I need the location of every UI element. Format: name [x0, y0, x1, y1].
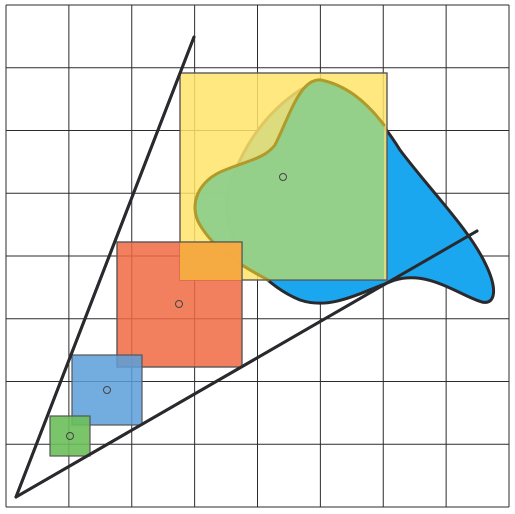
yellow-square-center-marker: [279, 173, 287, 181]
green-square-center-marker: [66, 432, 74, 440]
wedge-lower-line-top: [14, 229, 479, 499]
green-blob-outline: [193, 78, 386, 282]
blue-square-center-marker: [103, 386, 111, 394]
orange-square-border: [116, 241, 243, 368]
blue-square: [71, 354, 143, 426]
yellow-square-border: [179, 72, 388, 281]
green-blob: [194, 79, 384, 281]
wedge-upper-line-top: [14, 35, 196, 499]
orange-yellow-overlap: [180, 242, 242, 280]
orange-square-center-marker: [175, 300, 183, 308]
green-square: [49, 415, 91, 457]
